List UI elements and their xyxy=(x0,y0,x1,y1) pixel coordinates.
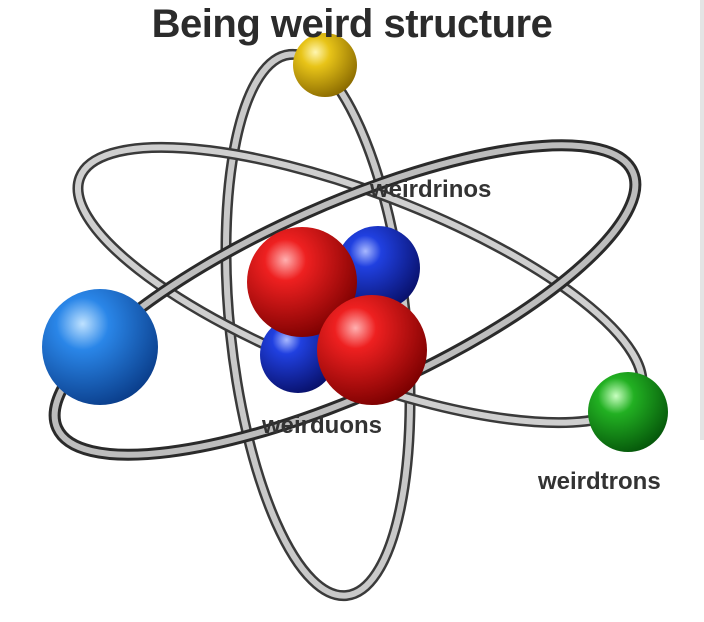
label-weirdtrons: weirdtrons xyxy=(538,468,661,495)
green-electron-sphere xyxy=(588,372,668,452)
yellow-electron-sphere xyxy=(293,33,357,97)
label-weirduons: weirduons xyxy=(262,412,383,439)
label-weirdrinos: weirdrinos xyxy=(370,176,492,203)
blue-electron-sphere xyxy=(42,289,158,405)
edge-strip xyxy=(700,0,704,440)
nucleus-red-sphere xyxy=(247,227,357,337)
nucleus-red-sphere xyxy=(317,295,427,405)
nucleus-blue-sphere xyxy=(260,317,336,393)
nucleus-blue-sphere xyxy=(336,226,420,310)
meme-title: Being weird structure xyxy=(151,2,553,46)
